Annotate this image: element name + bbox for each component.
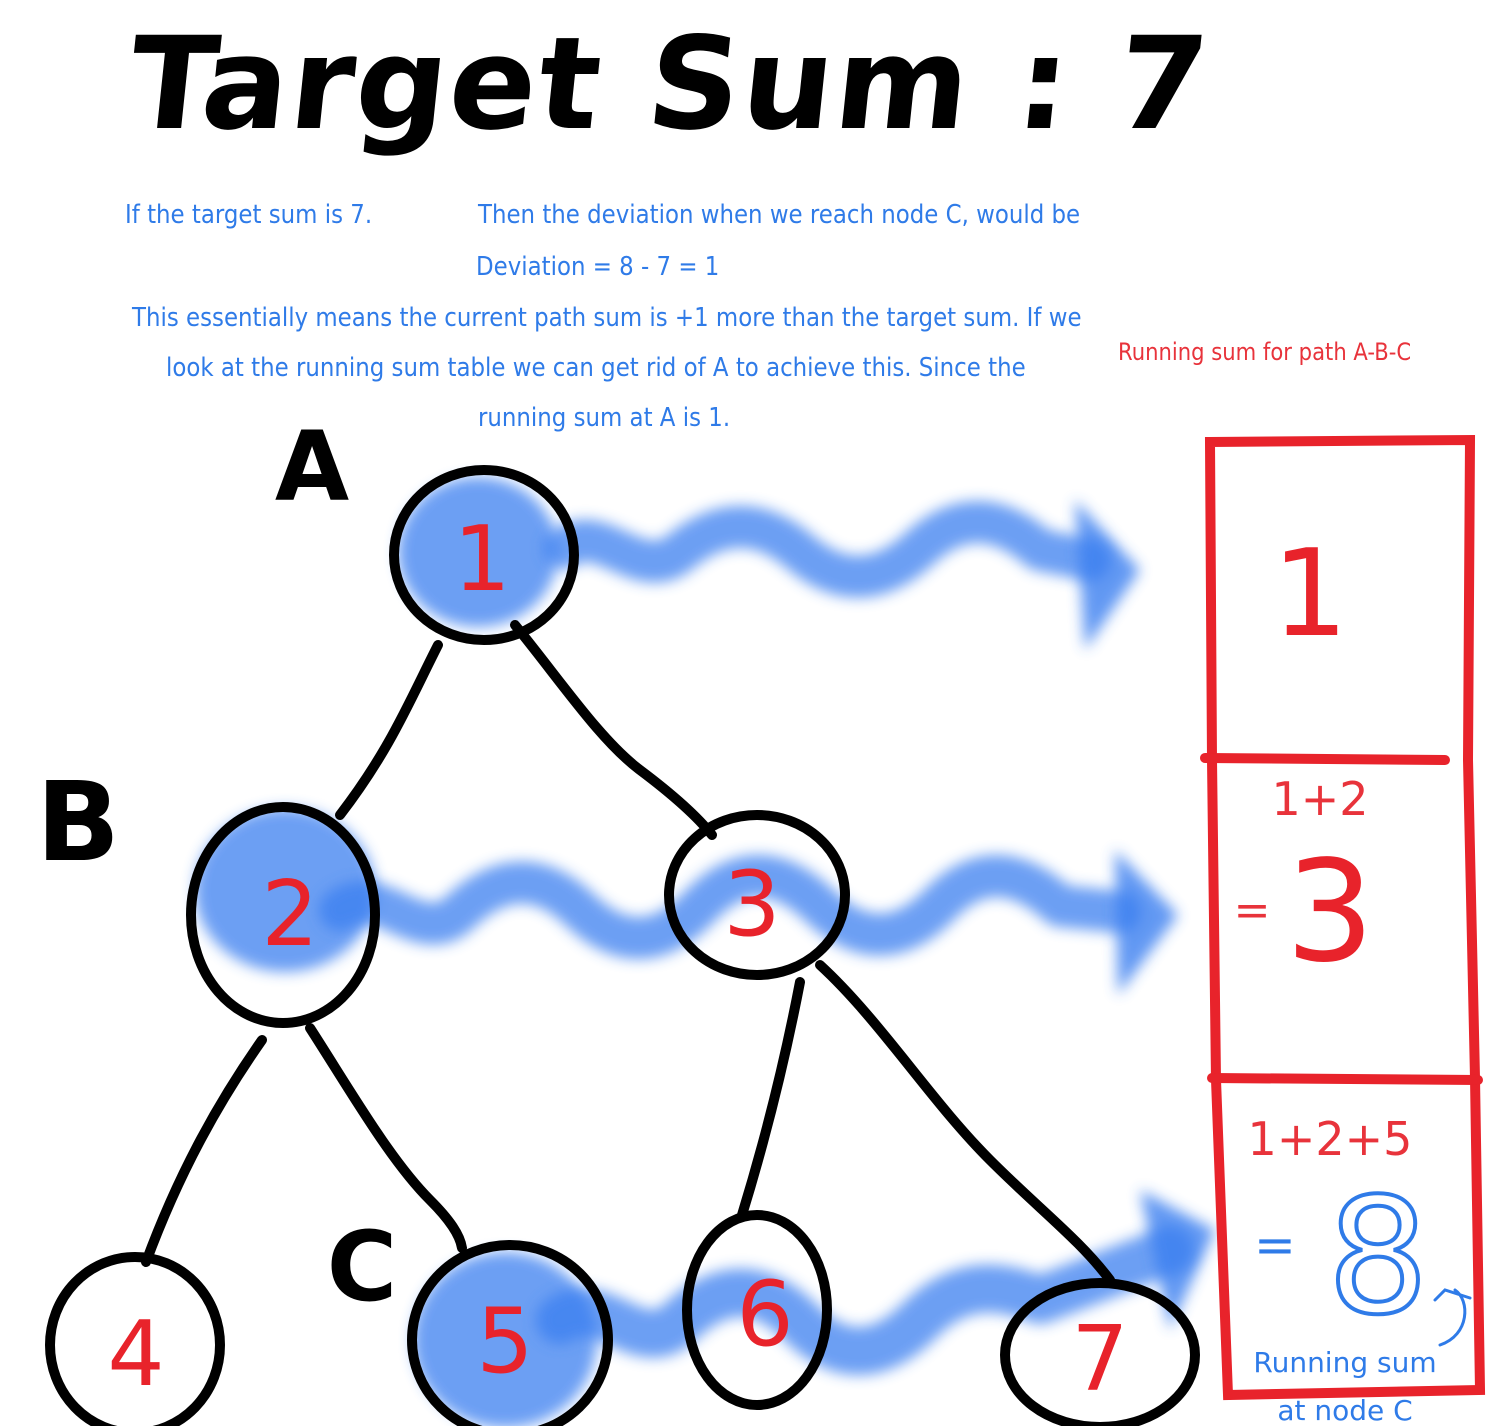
- node-circle-b: [186, 802, 380, 1028]
- edge-a-b: [335, 640, 443, 820]
- node-value-6: 6: [736, 1262, 793, 1367]
- node-circle-4: [45, 1252, 225, 1426]
- note-paragraph-line3: running sum at A is 1.: [478, 403, 731, 433]
- highlight-node-a: [398, 477, 558, 627]
- label-b: B: [36, 758, 120, 886]
- node-value-b: 2: [261, 862, 318, 967]
- arrow-head-3: [1140, 1190, 1215, 1330]
- running-sum-table: [1200, 434, 1486, 1401]
- note-target-sum: If the target sum is 7.: [125, 200, 373, 230]
- highlight-blobs: [195, 477, 597, 1426]
- running-sum-pointer-arrow: [1433, 1288, 1472, 1347]
- table-outline: [1204, 434, 1486, 1401]
- node-value-a: 1: [453, 507, 510, 612]
- tree-edges: [141, 620, 1115, 1285]
- highlight-node-b: [195, 808, 375, 972]
- arrow-head-1: [1075, 500, 1140, 650]
- label-a: A: [275, 411, 349, 523]
- node-circle-c: [407, 1240, 613, 1426]
- note-paragraph-line1: This essentially means the current path …: [132, 303, 1082, 333]
- table-cell-2-value: 3: [1285, 831, 1374, 994]
- node-value-c: 5: [476, 1289, 533, 1394]
- edge-3-6: [737, 977, 805, 1220]
- arrow-heads: [1075, 500, 1215, 1330]
- node-value-3: 3: [723, 852, 780, 957]
- node-value-7: 7: [1071, 1307, 1128, 1412]
- node-circle-6: [682, 1210, 832, 1410]
- edge-a-3: [510, 620, 717, 840]
- node-circle-3: [664, 810, 850, 980]
- table-divider-2: [1207, 1073, 1483, 1085]
- table-cell-2-expression: 1+2: [1271, 772, 1368, 826]
- highlight-node-c: [413, 1252, 597, 1426]
- arrow-head-2: [1115, 850, 1178, 995]
- table-cell-3-equals: =: [1254, 1216, 1296, 1274]
- running-sum-pointer-line2: at node C: [1277, 1394, 1412, 1426]
- table-cell-2-equals: =: [1234, 885, 1271, 936]
- edge-b-4: [141, 1035, 267, 1267]
- node-value-4: 4: [107, 1302, 164, 1407]
- edge-3-7: [815, 960, 1115, 1285]
- running-sum-caption: Running sum for path A-B-C: [1118, 338, 1412, 366]
- arrow-level-1: [544, 501, 1111, 598]
- wavy-arrows: [319, 501, 1194, 1375]
- edge-b-c: [305, 1023, 467, 1253]
- table-cell-3-value: 8: [1327, 1163, 1429, 1350]
- note-deviation-formula: Deviation = 8 - 7 = 1: [476, 252, 720, 282]
- node-circle-7: [1000, 1278, 1200, 1426]
- note-deviation-intro: Then the deviation when we reach node C,…: [478, 200, 1081, 230]
- table-cell-1-value: 1: [1272, 525, 1348, 664]
- arrow-level-2: [319, 855, 1141, 959]
- table-cell-3-expression: 1+2+5: [1248, 1112, 1413, 1166]
- running-sum-pointer-line1: Running sum: [1253, 1346, 1436, 1379]
- note-paragraph-line2: look at the running sum table we can get…: [166, 353, 1026, 383]
- arrow-level-3: [536, 1226, 1194, 1375]
- tree-nodes: [45, 465, 1200, 1426]
- node-circle-a: [389, 465, 579, 645]
- table-divider-1: [1200, 753, 1450, 765]
- label-c: C: [327, 1211, 397, 1323]
